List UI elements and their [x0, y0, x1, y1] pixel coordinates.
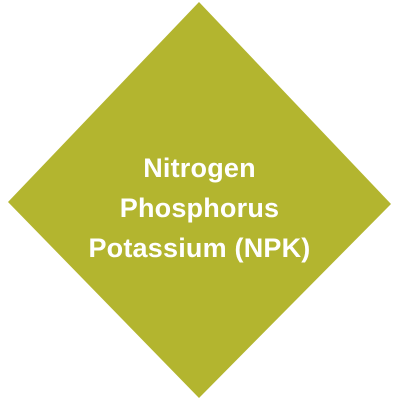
diamond-fill — [8, 2, 391, 398]
label-line-potassium: Potassium (NPK) — [88, 233, 311, 263]
diamond-label: Nitrogen Phosphorus Potassium (NPK) — [50, 148, 349, 268]
label-line-phosphorus: Phosphorus — [119, 193, 280, 223]
label-line-nitrogen: Nitrogen — [143, 153, 256, 183]
